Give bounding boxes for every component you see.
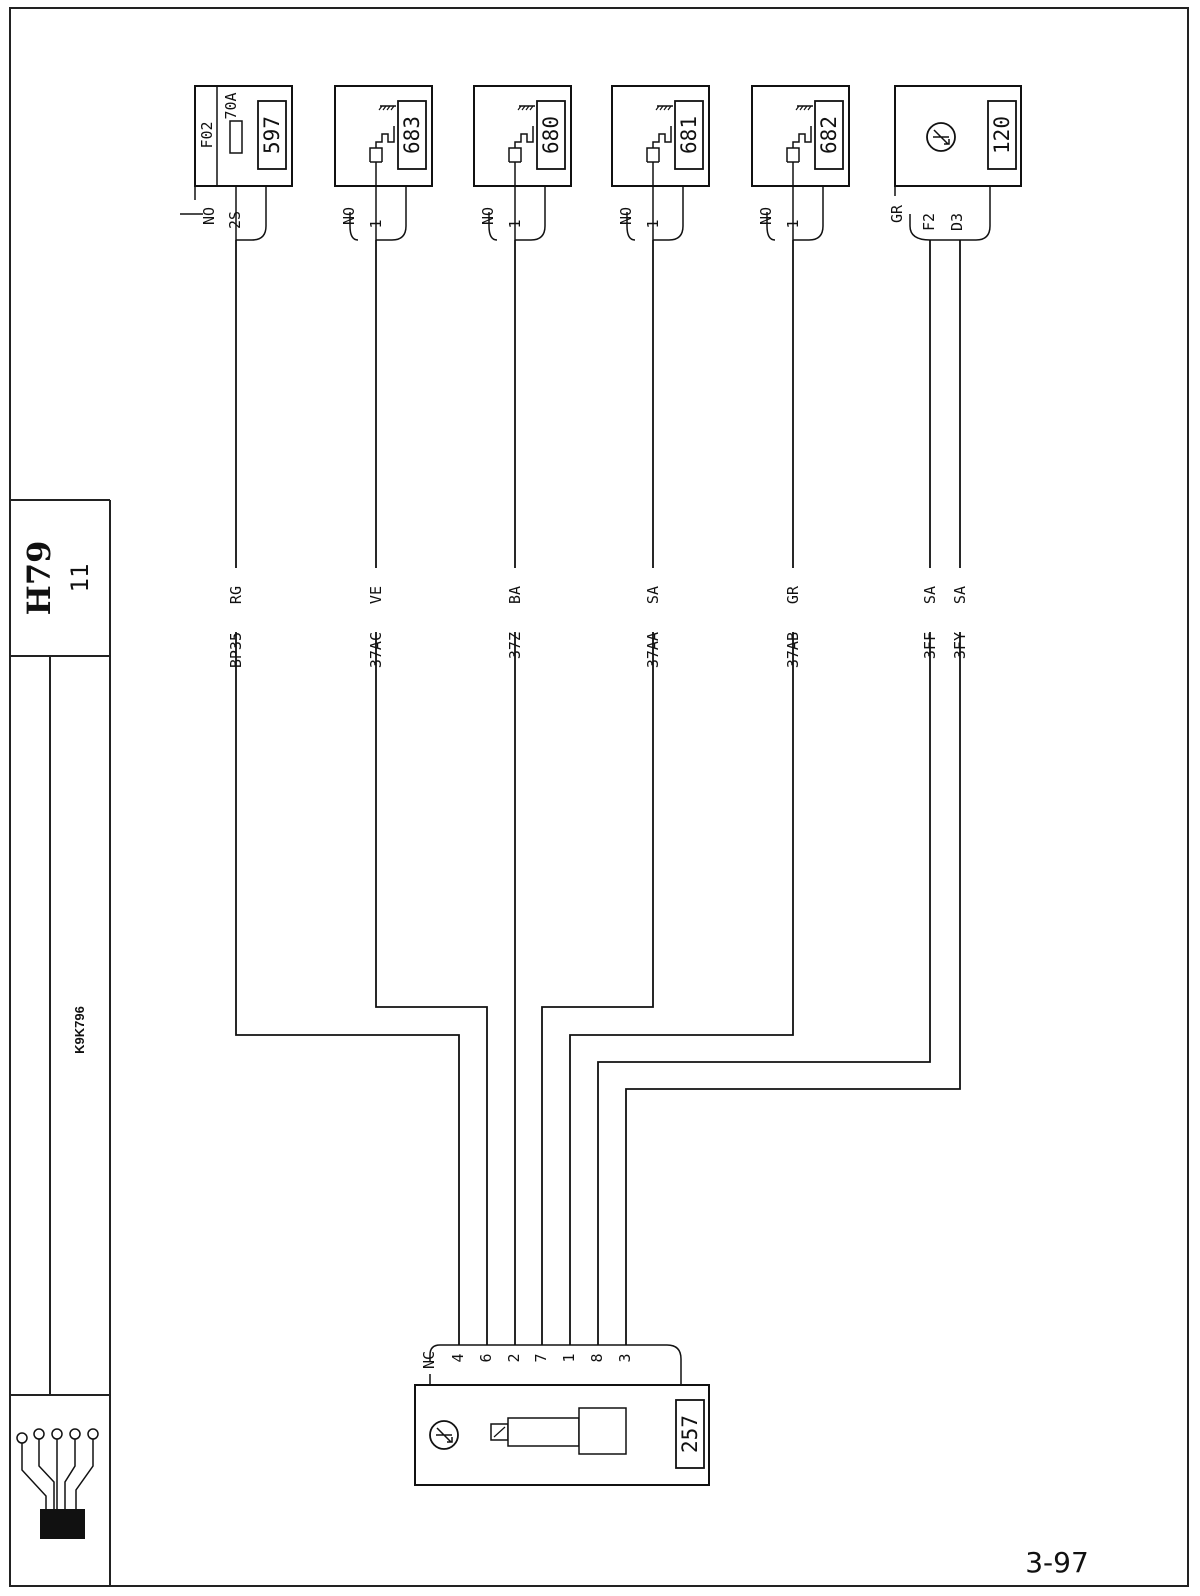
connector-683: NO 1 bbox=[340, 186, 407, 241]
wire-color: SA bbox=[951, 586, 969, 604]
diagram-code: H79 bbox=[20, 541, 58, 616]
connector-pin: 1 bbox=[784, 219, 802, 228]
connector-state: NC bbox=[420, 1351, 438, 1369]
wire-id: 37AC bbox=[367, 632, 385, 668]
component-ref: 683 bbox=[400, 116, 424, 154]
connector-pin-b: D3 bbox=[948, 213, 966, 231]
wire-bp35: BP35 RG bbox=[227, 240, 460, 1345]
k-symbol-icon bbox=[926, 122, 956, 152]
connector-pin: 1 bbox=[367, 219, 385, 228]
component-ref: 682 bbox=[817, 116, 841, 154]
connector-257: NC 4 6 2 7 1 8 3 bbox=[420, 1344, 682, 1385]
component-ref: 680 bbox=[539, 116, 563, 154]
wire-id: 37AA bbox=[644, 632, 662, 668]
page-number: 3-97 bbox=[1025, 1546, 1089, 1579]
wire-37aa: 37AA SA bbox=[541, 240, 662, 1345]
connector-pin: 7 bbox=[532, 1353, 550, 1362]
wire-id: 37Z bbox=[506, 632, 524, 659]
wire-color: GR bbox=[784, 585, 802, 604]
heating-element-icon bbox=[508, 105, 536, 186]
component-ref: 257 bbox=[678, 1415, 702, 1453]
component-ref: 120 bbox=[990, 116, 1014, 154]
wire-color: VE bbox=[367, 586, 385, 604]
heating-element-icon bbox=[646, 105, 674, 186]
connector-state: GR bbox=[888, 204, 906, 223]
connector-state: NO bbox=[617, 207, 635, 225]
connector-pin-a: F2 bbox=[920, 213, 938, 231]
engine-code: K9K796 bbox=[72, 1006, 87, 1054]
wire-id: 37AB bbox=[784, 632, 802, 668]
connector-state: NO bbox=[200, 207, 218, 225]
heating-element-icon bbox=[786, 105, 814, 186]
connector-pin: 1 bbox=[506, 219, 524, 228]
wire-color: SA bbox=[644, 586, 662, 604]
connector-pin: 3 bbox=[616, 1353, 634, 1362]
connector-pin: 4 bbox=[449, 1353, 467, 1362]
heater-681: 681 bbox=[611, 85, 710, 187]
connector-pin: 1 bbox=[644, 219, 662, 228]
heater-682: 682 bbox=[751, 85, 850, 187]
heater-683: 683 bbox=[334, 85, 433, 187]
connector-680: NO 1 bbox=[479, 186, 546, 241]
component-ref: 681 bbox=[677, 116, 701, 154]
page-frame bbox=[9, 7, 1189, 1587]
fuse-icon bbox=[229, 120, 243, 154]
connector-pin: 8 bbox=[588, 1353, 606, 1362]
wire-id: 3FY bbox=[951, 632, 969, 659]
connector-pin: 6 bbox=[477, 1353, 495, 1362]
wire-37z: 37Z BA bbox=[506, 240, 524, 1345]
title-block: H79 11 K9K796 bbox=[9, 499, 111, 1587]
heating-element-icon bbox=[369, 105, 397, 186]
connector-state: NO bbox=[340, 207, 358, 225]
connector-pin: 2 bbox=[505, 1353, 523, 1362]
connector-state: NO bbox=[479, 207, 497, 225]
wire-id: 3FF bbox=[921, 632, 939, 659]
wire-id: BP35 bbox=[227, 632, 245, 668]
connector-pin: 2S bbox=[226, 211, 244, 229]
fuse-rating: 70A bbox=[222, 92, 240, 119]
wire-color: RG bbox=[227, 586, 245, 604]
connector-state: NO bbox=[757, 207, 775, 225]
connector-pin: 1 bbox=[560, 1353, 578, 1362]
ecu-120: 120 bbox=[894, 85, 1022, 187]
wire-37ab: 37AB GR bbox=[569, 240, 802, 1345]
heater-680: 680 bbox=[473, 85, 572, 187]
wire-3fy: 3FY SA bbox=[625, 240, 969, 1345]
k-symbol-icon bbox=[429, 1420, 459, 1450]
wire-37ac: 37AC VE bbox=[367, 240, 488, 1345]
sheet-number: 11 bbox=[66, 564, 94, 593]
wire-color: BA bbox=[506, 586, 524, 604]
harness-connector-icon bbox=[16, 1428, 99, 1539]
title-strip bbox=[9, 1394, 111, 1587]
component-ref: 597 bbox=[260, 116, 284, 154]
connector-fuse-597: NO 2S bbox=[180, 186, 267, 241]
fuse-box-597: F02 70A 597 bbox=[194, 85, 293, 187]
connector-682: NO 1 bbox=[757, 186, 824, 241]
wire-3ff: 3FF SA bbox=[597, 240, 939, 1345]
connector-681: NO 1 bbox=[617, 186, 684, 241]
connector-120: GR F2 D3 bbox=[888, 186, 991, 241]
fuse-label: F02 bbox=[198, 121, 216, 148]
wire-color: SA bbox=[921, 586, 939, 604]
actuator-icon bbox=[490, 1407, 627, 1455]
unit-257: 257 bbox=[414, 1384, 710, 1486]
